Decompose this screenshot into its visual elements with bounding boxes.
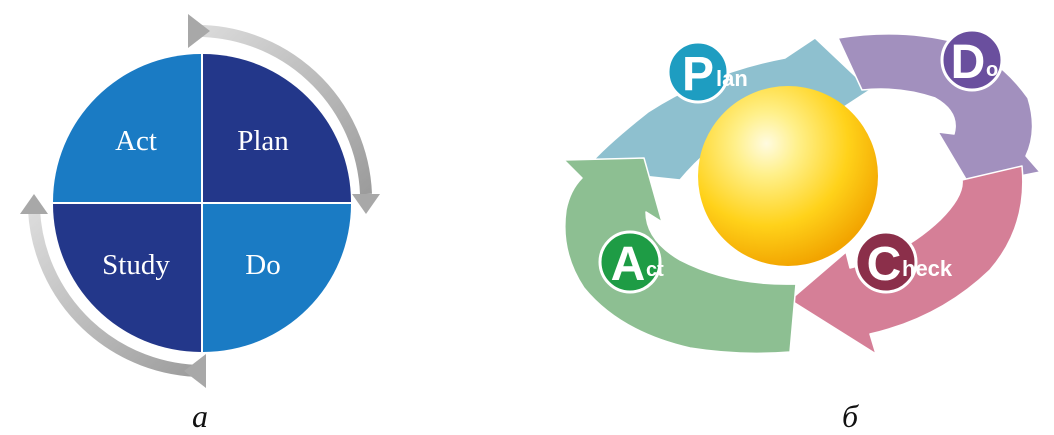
badge-plan: P lan: [666, 40, 748, 104]
badge-check-circle: [854, 230, 918, 294]
arrowhead-bottom: [184, 354, 206, 388]
figure-caption-a: а: [192, 398, 208, 434]
arrow-heads: [20, 14, 380, 388]
arrow-top-right: [189, 24, 372, 195]
badge-act: A ct: [598, 230, 664, 294]
arrowhead-right: [352, 194, 380, 214]
arrowhead-left: [20, 194, 48, 214]
badge-plan-rest: lan: [716, 66, 748, 91]
cycle-arrows: [28, 24, 372, 378]
badge-check-letter: C: [867, 238, 902, 291]
badge-do-circle: [940, 28, 1004, 92]
quadrant-label-act: Act: [115, 125, 157, 157]
quadrant-label-plan: Plan: [237, 125, 289, 157]
badge-act-circle: [598, 230, 662, 294]
arrow-bottom-left: [28, 209, 205, 378]
figure-caption-b: б: [841, 398, 859, 434]
quadrant-act: [53, 54, 201, 202]
badge-do-letter: D: [951, 36, 986, 89]
badge-do-rest: o: [986, 59, 998, 81]
badge-plan-letter: P: [682, 48, 714, 101]
badge-plan-circle: [666, 40, 730, 104]
quadrant-label-study: Study: [102, 249, 170, 281]
center-sphere: [698, 86, 878, 266]
quadrant-do: [203, 204, 351, 352]
quadrant-label-do: Do: [245, 249, 280, 281]
badge-act-letter: A: [611, 238, 646, 291]
badge-act-rest: ct: [646, 259, 664, 281]
quadrant-disk: [53, 54, 351, 352]
badge-check-rest: heck: [902, 256, 953, 281]
badge-do: D o: [940, 28, 1004, 92]
quadrant-plan: [203, 54, 351, 202]
arrowhead-top: [188, 14, 210, 48]
pdca-cycle-illustration: P lan D o C heck A ct: [563, 28, 1041, 355]
badge-check: C heck: [854, 230, 953, 294]
quadrant-study: [53, 204, 201, 352]
pdsa-cycle-diagram: Act Plan Study Do: [20, 14, 380, 388]
segment-act-arrow: [563, 157, 797, 355]
